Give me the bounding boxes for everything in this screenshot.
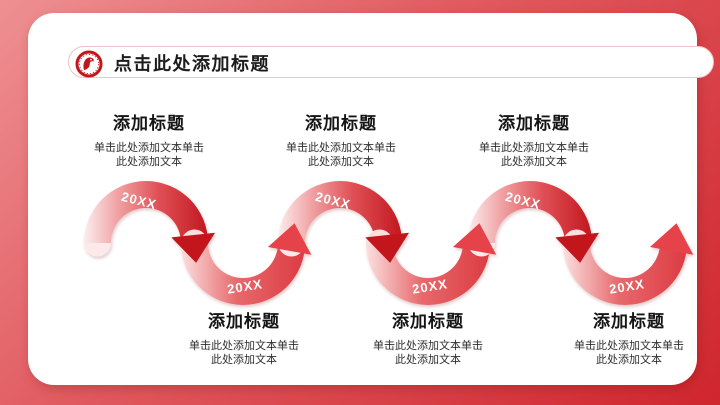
arc-up-1 <box>84 181 208 243</box>
milestone-body-line: 单击此处添加文本单击 <box>189 340 299 352</box>
milestone-body[interactable]: 单击此处添加文本单击 此处添加文本 <box>343 339 513 367</box>
milestone-body[interactable]: 单击此处添加文本单击 此处添加文本 <box>544 339 714 367</box>
milestone-body-line: 此处添加文本 <box>501 156 567 168</box>
milestone-body-line: 此处添加文本 <box>211 354 277 366</box>
arrowhead-down-icon <box>555 232 600 263</box>
arrowhead-up-icon <box>267 223 312 255</box>
milestone-title[interactable]: 添加标题 <box>305 114 377 133</box>
milestone-title[interactable]: 添加标题 <box>392 312 464 331</box>
milestone-body[interactable]: 单击此处添加文本单击 此处添加文本 <box>256 141 426 169</box>
milestone-block-3: 添加标题 单击此处添加文本单击 此处添加文本 <box>256 109 426 169</box>
horse-seal-icon <box>75 50 103 78</box>
milestone-body[interactable]: 单击此处添加文本单击 此处添加文本 <box>64 141 234 169</box>
milestone-body-line: 此处添加文本 <box>395 354 461 366</box>
milestone-title[interactable]: 添加标题 <box>498 114 570 133</box>
milestone-body-line: 单击此处添加文本单击 <box>574 340 684 352</box>
arc-down-2 <box>366 243 490 305</box>
milestone-title[interactable]: 添加标题 <box>593 312 665 331</box>
milestone-body-line: 此处添加文本 <box>308 156 374 168</box>
slide-content-card: 点击此处添加标题 添加标题 单击此处添加文本单击 此处添加文本 添加标题 单击此… <box>28 13 714 385</box>
year-label: 20XX <box>226 276 264 296</box>
milestone-body-line: 单击此处添加文本单击 <box>94 142 204 154</box>
milestone-body-line: 单击此处添加文本单击 <box>373 340 483 352</box>
milestone-body-line: 单击此处添加文本单击 <box>286 142 396 154</box>
milestone-block-5: 添加标题 单击此处添加文本单击 此处添加文本 <box>449 109 619 169</box>
year-label: 20XX <box>608 276 646 296</box>
arrowhead-down-icon <box>171 232 216 263</box>
milestone-body[interactable]: 单击此处添加文本单击 此处添加文本 <box>159 339 329 367</box>
year-label: 20XX <box>411 276 449 296</box>
arc-up-2 <box>278 181 402 243</box>
wave-arrow-timeline: 20XX 20XX 20XX 20XX 20XX 20XX <box>84 181 694 305</box>
milestone-body-line: 此处添加文本 <box>116 156 182 168</box>
arrowhead-up-icon <box>649 223 694 255</box>
slide-title-placeholder[interactable]: 点击此处添加标题 <box>114 54 270 74</box>
milestone-block-4: 添加标题 单击此处添加文本单击 此处添加文本 <box>343 307 513 367</box>
arc-down-3 <box>563 243 687 305</box>
milestone-title[interactable]: 添加标题 <box>208 312 280 331</box>
milestone-block-1: 添加标题 单击此处添加文本单击 此处添加文本 <box>64 109 234 169</box>
milestone-block-6: 添加标题 单击此处添加文本单击 此处添加文本 <box>544 307 714 367</box>
arc-down-1 <box>181 243 305 305</box>
milestone-body-line: 单击此处添加文本单击 <box>479 142 589 154</box>
milestone-body[interactable]: 单击此处添加文本单击 此处添加文本 <box>449 141 619 169</box>
milestone-title[interactable]: 添加标题 <box>113 114 185 133</box>
arrowhead-down-icon <box>365 232 410 263</box>
arrowhead-up-icon <box>452 223 497 255</box>
milestone-body-line: 此处添加文本 <box>596 354 662 366</box>
header-title-bar <box>68 46 714 78</box>
arc-up-3 <box>468 181 592 243</box>
milestone-block-2: 添加标题 单击此处添加文本单击 此处添加文本 <box>159 307 329 367</box>
